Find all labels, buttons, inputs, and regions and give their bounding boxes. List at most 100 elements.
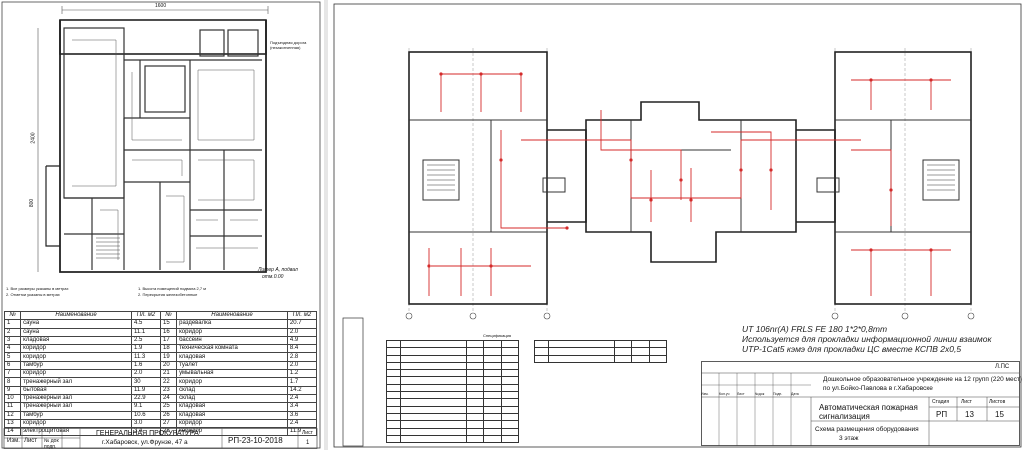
note-right-2: 2. Перекрытия железобетонные <box>138 292 198 297</box>
spec-cell <box>465 391 485 400</box>
room-cell-name2: коридор <box>176 377 288 387</box>
col-num-2: № <box>159 310 178 321</box>
spec-cell <box>483 361 502 371</box>
spec-cell <box>547 354 615 363</box>
room-cell-name: коридор <box>20 369 132 379</box>
spec-cell <box>483 383 502 393</box>
spec-row <box>386 354 520 363</box>
spec-cell <box>465 420 485 429</box>
room-cell-name: бытовая <box>20 385 132 395</box>
spec-cell <box>399 405 467 414</box>
spec-row <box>534 354 668 363</box>
floor-plan-drawing <box>333 3 1022 448</box>
spec-cell <box>386 376 401 385</box>
stamp-podp: подп. <box>44 444 57 450</box>
room-cell-area: 4.5 <box>130 319 161 329</box>
tb-row-label-4: Подп. <box>773 392 783 396</box>
room-cell-n: 13 <box>3 418 22 429</box>
left-stamp-frame <box>3 428 318 449</box>
spec-cell <box>399 376 467 385</box>
dimension-top: 1600 <box>155 3 167 9</box>
spec-cell <box>465 427 485 436</box>
room-cell-area2: 3.6 <box>286 410 318 420</box>
floor-mark: отм.0.00 <box>262 274 284 280</box>
spec-row <box>534 347 668 356</box>
tb-row-label-0: Изм. <box>701 392 709 396</box>
room-cell-area2: 2.0 <box>286 360 318 371</box>
room-cell-area: 9.1 <box>130 402 161 412</box>
spec-cell <box>613 347 633 356</box>
spec-cell <box>483 405 502 414</box>
spec-cell <box>500 427 520 436</box>
room-cell-n2: 21 <box>159 369 178 379</box>
spec-cell <box>483 339 502 349</box>
room-cell-name: тренажерный зал <box>20 377 132 387</box>
spec-cell <box>465 339 485 349</box>
room-cell-area: 30 <box>130 377 161 387</box>
room-cell-n2: 16 <box>159 327 178 337</box>
spec-cell <box>465 405 485 414</box>
room-cell-n2: 26 <box>159 410 178 420</box>
spec-cell <box>386 391 401 400</box>
room-cell-n: 3 <box>3 335 22 346</box>
spec-cell <box>500 412 520 422</box>
room-cell-area: 10.6 <box>130 410 161 420</box>
floor-label: Литер А, подвал <box>258 267 298 273</box>
tb-sheets: 15 <box>995 410 1004 419</box>
spec-cell <box>534 339 549 349</box>
spec-cell <box>386 434 401 444</box>
spec-cell <box>500 383 520 393</box>
spec-cell <box>483 391 502 400</box>
room-cell-n2: 20 <box>159 360 178 371</box>
spec-cell <box>386 420 401 429</box>
spec-row <box>386 434 520 444</box>
spec-cell <box>631 339 650 349</box>
stamp-list: Лист <box>24 438 38 444</box>
room-cell-name: коридор <box>20 352 132 362</box>
spec-row <box>386 369 520 378</box>
spec-table-a <box>386 339 520 444</box>
stamp-ndok: № док <box>44 438 59 444</box>
tb-row-label-3: №док <box>755 392 765 396</box>
tb-code: Л.ПС <box>995 364 1010 370</box>
spec-cell <box>386 398 401 407</box>
spec-title: Спецификация <box>483 333 512 338</box>
dimension-left-b: 800 <box>29 198 36 208</box>
spec-cell <box>547 347 615 356</box>
spec-cell <box>386 412 401 422</box>
spec-cell <box>534 354 549 363</box>
spec-cell <box>399 383 467 393</box>
tb-drawing: Схема размещения оборудования <box>815 426 919 433</box>
spec-cell <box>465 361 485 371</box>
spec-cell <box>465 383 485 393</box>
tb-row-label-2: Лист <box>737 392 745 396</box>
spec-cell <box>631 347 650 356</box>
room-cell-area: 11.9 <box>130 385 161 395</box>
spec-cell <box>386 354 401 363</box>
room-cell-name: тренажерный зал <box>20 393 132 404</box>
room-cell-name: тамбур <box>20 410 132 420</box>
room-cell-name2: коридор <box>176 418 288 429</box>
room-schedule-table: № Наименование Пл. м2 № Наименование Пл.… <box>3 310 318 437</box>
spec-cell <box>613 339 633 349</box>
room-cell-n: 6 <box>3 360 22 371</box>
spec-cell <box>648 339 668 349</box>
room-cell-area: 1.9 <box>130 344 161 354</box>
room-cell-n2: 22 <box>159 377 178 387</box>
stamp-sheet-label: Лист <box>302 430 313 436</box>
spec-cell <box>534 347 549 356</box>
dimension-left-a: 2400 <box>30 132 37 144</box>
spec-cell <box>386 347 401 356</box>
stamp-org: ГЕНЕРАЛЬНАЯ ПРОКУРАТУРА <box>96 430 199 437</box>
spec-cell <box>613 354 633 363</box>
room-cell-area: 2.0 <box>130 369 161 379</box>
